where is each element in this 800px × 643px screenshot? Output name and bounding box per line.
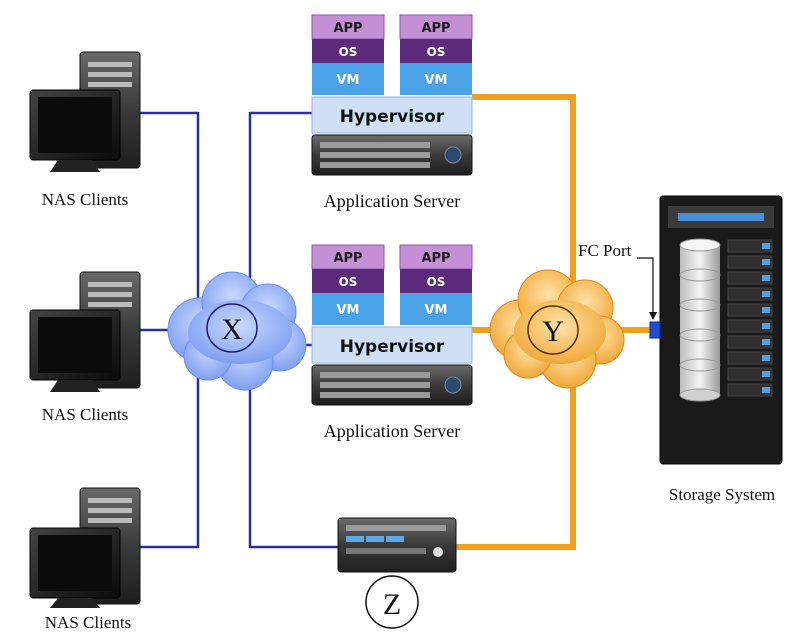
nas-client-label: NAS Clients <box>42 190 128 209</box>
link-x-to-device-z <box>248 360 340 549</box>
vm-os-label: OS <box>427 275 446 289</box>
device-z[interactable]: Z <box>337 517 457 629</box>
vm-stack-1: APP OS VM <box>311 244 385 325</box>
link-device-z-to-y <box>455 360 576 550</box>
vm-os-label: OS <box>427 45 446 59</box>
vm-vm-label: VM <box>337 73 360 88</box>
cloud-x-label: X <box>221 313 243 346</box>
monitor-icon <box>29 89 121 172</box>
link-x-to-server1 <box>248 111 312 300</box>
vm-vm-label: VM <box>425 73 448 88</box>
fc-port-pointer <box>637 257 654 318</box>
link-nas3-to-x <box>135 360 200 549</box>
server-chassis <box>311 134 473 176</box>
monitor-icon <box>29 309 121 392</box>
vm-stack-1: APP OS VM <box>311 14 385 95</box>
server-chassis <box>311 364 473 406</box>
monitor-icon <box>29 527 121 608</box>
vm-vm-label: VM <box>337 303 360 318</box>
fc-port-arrowhead <box>649 312 657 320</box>
application-server-label: Application Server <box>324 421 460 441</box>
storage-status-leds <box>762 243 770 393</box>
storage-system-label: Storage System <box>669 485 775 504</box>
network-cloud-x[interactable]: X <box>167 271 307 391</box>
fc-port-label: FC Port <box>578 241 632 260</box>
storage-disks <box>679 238 721 402</box>
device-z-ring <box>365 575 419 629</box>
device-z-label: Z <box>383 588 401 621</box>
vm-stack-2: APP OS VM <box>399 244 473 325</box>
application-server-label: Application Server <box>324 191 460 211</box>
vm-app-label: APP <box>333 21 362 36</box>
ip-links <box>135 111 340 549</box>
link-server1-to-y <box>472 94 576 296</box>
hypervisor-bar <box>311 96 473 134</box>
nas-client-3[interactable]: NAS Clients <box>29 487 141 632</box>
link-nas1-to-x <box>135 111 200 300</box>
cloud-x-ring <box>206 303 258 353</box>
storage-system[interactable]: FC Port Storage System <box>578 195 783 504</box>
hypervisor-label: Hypervisor <box>340 107 445 127</box>
cloud-y-ring <box>527 305 579 355</box>
hypervisor-bar <box>311 326 473 364</box>
vm-vm-label: VM <box>425 303 448 318</box>
vm-os-label: OS <box>339 45 358 59</box>
nas-client-1[interactable]: NAS Clients <box>29 51 141 209</box>
application-server-1[interactable]: APP OS VM APP OS VM Hypervisor Applicati… <box>311 14 473 211</box>
application-server-2[interactable]: APP OS VM APP OS VM Hypervisor Applicati… <box>311 244 473 441</box>
cloud-y-label: Y <box>542 315 564 348</box>
vm-app-label: APP <box>421 21 450 36</box>
network-cloud-y[interactable]: Y <box>489 269 625 389</box>
cloud-y-shape <box>489 269 625 389</box>
vm-app-label: APP <box>333 251 362 266</box>
fc-port[interactable] <box>649 321 661 339</box>
vm-stack-2: APP OS VM <box>399 14 473 95</box>
network-appliance <box>337 517 457 573</box>
nas-client-2[interactable]: NAS Clients <box>29 271 141 424</box>
nas-client-label: NAS Clients <box>42 405 128 424</box>
storage-drive-bays <box>727 239 773 397</box>
hypervisor-label: Hypervisor <box>340 337 445 357</box>
nas-client-label: NAS Clients <box>45 613 131 632</box>
vm-os-label: OS <box>339 275 358 289</box>
vm-app-label: APP <box>421 251 450 266</box>
